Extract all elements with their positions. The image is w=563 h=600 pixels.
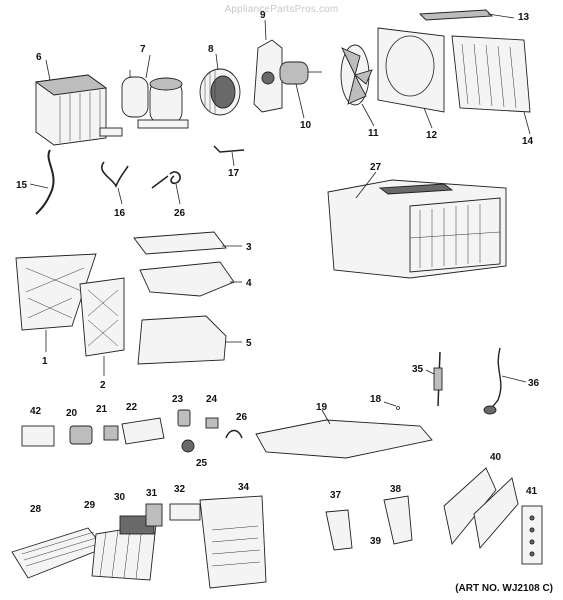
callout-18: 18 — [370, 394, 382, 405]
callout-19: 19 — [316, 402, 328, 413]
callout-13: 13 — [518, 12, 530, 23]
callout-41: 41 — [526, 486, 538, 497]
callout-numbers: 6 7 8 9 10 11 12 13 14 15 16 26 17 27 3 … — [16, 10, 540, 547]
part-8-blower-wheel[interactable] — [199, 68, 241, 116]
callout-27: 26 — [174, 208, 186, 219]
part-28-cabinet[interactable] — [327, 179, 507, 279]
part-20-switch[interactable] — [69, 425, 93, 445]
callout-22: 22 — [126, 402, 138, 413]
part-33-louver-set[interactable] — [169, 503, 201, 521]
callout-15: 15 — [16, 180, 28, 191]
part-11-fan-blade[interactable] — [340, 44, 373, 106]
callout-2: 2 — [100, 380, 106, 391]
part-15-tube[interactable] — [35, 149, 55, 215]
callout-7: 7 — [140, 44, 146, 55]
part-36-probe — [483, 405, 497, 415]
part-40-side-curtain[interactable] — [443, 467, 497, 546]
leader-lines — [29, 13, 531, 425]
part-35-body — [433, 367, 443, 391]
callout-4: 4 — [246, 278, 252, 289]
part-2-filter-frame[interactable] — [79, 277, 125, 357]
part-21-relay[interactable] — [103, 425, 119, 441]
part-7-compressor[interactable] — [121, 70, 189, 129]
callout-35: 35 — [412, 364, 424, 375]
part-16-clip[interactable] — [101, 161, 129, 188]
callout-12: 12 — [426, 130, 438, 141]
callout-5: 5 — [246, 338, 252, 349]
part-37-side-seal[interactable] — [325, 509, 353, 551]
callout-26: 26 — [236, 412, 248, 423]
part-27-spring[interactable] — [151, 171, 181, 189]
callout-33: 32 — [174, 484, 186, 495]
callout-14: 14 — [522, 136, 534, 147]
callout-23: 23 — [172, 394, 184, 405]
callout-39: 39 — [370, 536, 382, 547]
part-1-front-panel[interactable] — [15, 253, 97, 331]
part-3-top-cover[interactable] — [133, 231, 227, 255]
part-22-bracket[interactable] — [121, 417, 165, 445]
part-18-screw[interactable] — [396, 406, 400, 410]
part-42-control-board[interactable] — [21, 425, 55, 447]
callout-8: 8 — [208, 44, 214, 55]
callout-21: 21 — [96, 404, 108, 415]
callout-31: 30 — [114, 492, 126, 503]
part-19-base-pan[interactable] — [255, 419, 433, 459]
callout-38: 38 — [390, 484, 402, 495]
callout-30: 29 — [84, 500, 96, 511]
callout-17: 17 — [228, 168, 240, 179]
callout-3: 3 — [246, 242, 252, 253]
art-number: (ART NO. WJ2108 C) — [455, 583, 553, 594]
part-34-front-grille[interactable] — [199, 495, 267, 589]
part-14-evaporator-coil[interactable] — [451, 35, 531, 113]
part-4-duct[interactable] — [139, 261, 235, 297]
part-41-control-label[interactable] — [521, 505, 543, 565]
part-12-shroud[interactable] — [377, 27, 445, 113]
callout-11: 11 — [368, 128, 379, 139]
callout-25: 25 — [196, 458, 208, 469]
callout-34: 34 — [238, 482, 250, 493]
callout-42: 42 — [30, 406, 42, 417]
part-29-air-filter[interactable] — [11, 527, 105, 579]
part-5-base-housing[interactable] — [137, 315, 227, 365]
watermark: AppliancePartsPros.com — [224, 4, 339, 15]
part-25-knob[interactable] — [181, 439, 195, 453]
callout-16: 16 — [114, 208, 126, 219]
callout-10: 10 — [300, 120, 312, 131]
callout-6: 6 — [36, 52, 42, 63]
callout-29: 28 — [30, 504, 42, 515]
part-17-strip[interactable] — [213, 145, 245, 153]
part-32-louver[interactable] — [145, 503, 163, 527]
part-10-fan-motor[interactable] — [279, 61, 322, 85]
part-13-top-bracket[interactable] — [418, 9, 494, 21]
callout-1: 1 — [42, 356, 48, 367]
part-38-side-seal[interactable] — [383, 495, 413, 545]
callout-32: 31 — [146, 488, 158, 499]
part-6-condenser-coil[interactable] — [34, 74, 123, 146]
callout-36: 36 — [528, 378, 540, 389]
part-36-thermistor[interactable] — [489, 347, 502, 411]
part-24-clip[interactable] — [205, 417, 219, 429]
callout-9: 9 — [260, 10, 266, 21]
callout-37: 37 — [330, 490, 342, 501]
callout-24: 24 — [206, 394, 218, 405]
part-9-motor-bracket[interactable] — [253, 39, 283, 113]
part-26-wire-clip[interactable] — [225, 429, 243, 439]
callout-28: 27 — [370, 162, 382, 173]
callout-40: 40 — [490, 452, 502, 463]
part-23-knob[interactable] — [177, 409, 191, 427]
callout-20: 20 — [66, 408, 78, 419]
part-40-side-curtain-b[interactable] — [473, 477, 519, 550]
